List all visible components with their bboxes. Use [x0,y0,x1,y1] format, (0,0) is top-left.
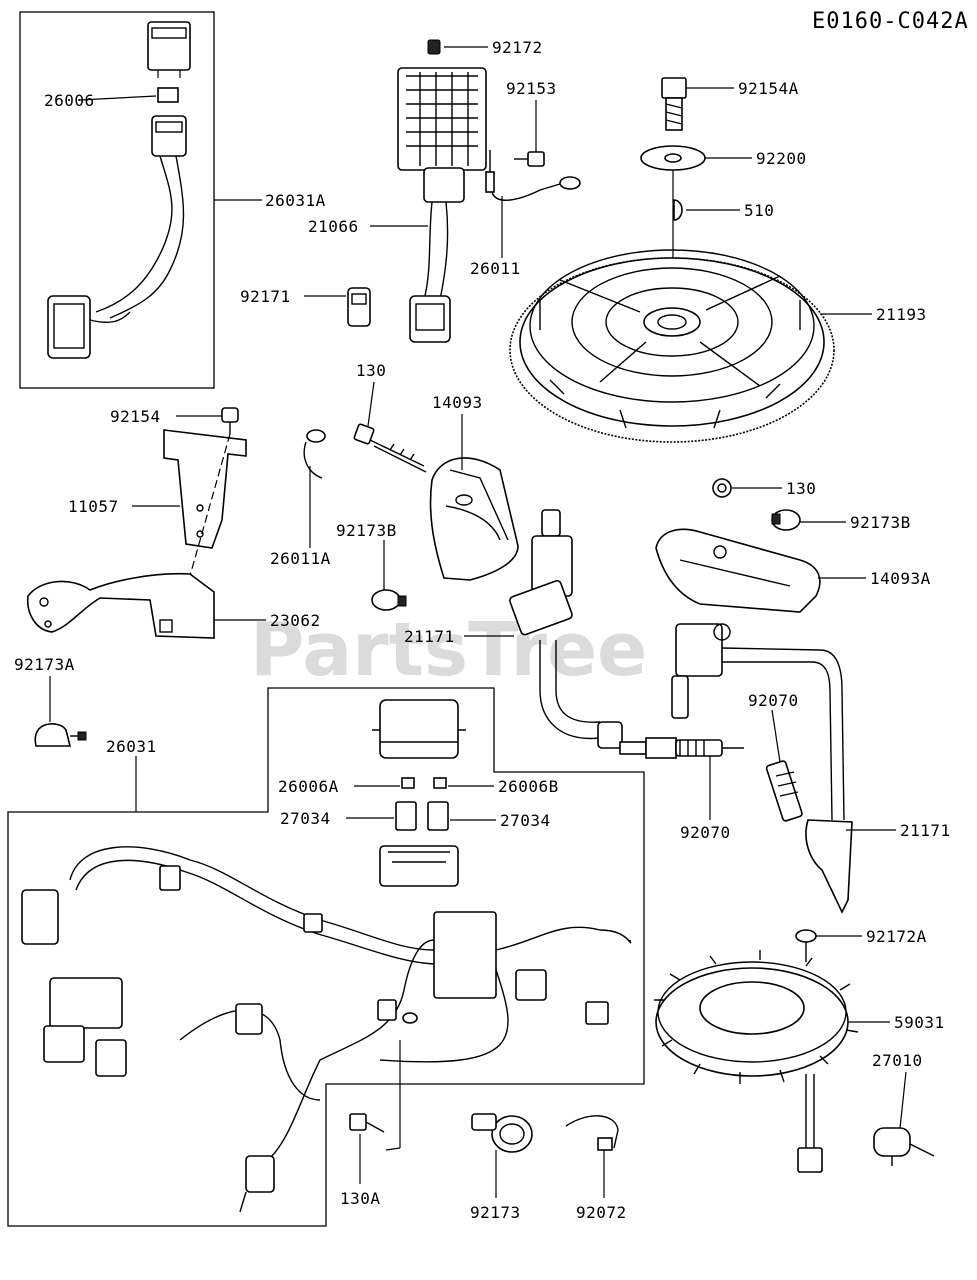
bracket-11057-part [163,429,247,549]
label-27010: 27010 [872,1051,923,1070]
bolt-92154-part [221,407,239,434]
bolt-92154A-part [661,77,687,131]
ring-26011A-part [303,429,326,479]
key-510-part [673,199,683,221]
label-26011: 26011 [470,259,521,278]
relay-27034-right-part [427,801,449,831]
screw-92172A-part [795,929,817,962]
label-510: 510 [744,201,774,220]
label-26006: 26006 [44,91,95,110]
label-21171-right: 21171 [900,821,951,840]
cover-14093A-part [655,528,821,613]
bracket-23062-part [27,572,215,639]
switch-27010-part [873,1127,935,1166]
label-26006B: 26006B [498,777,559,796]
label-92153: 92153 [506,79,557,98]
label-130-left: 130 [356,361,386,380]
label-21066: 21066 [308,217,359,236]
label-92173B-right: 92173B [850,513,911,532]
harness-26031A-part [47,115,187,359]
washer-92200-part [640,145,706,171]
stator-59031-part [654,950,859,1173]
label-26031A: 26031A [265,191,326,210]
label-92173A: 92173A [14,655,75,674]
leader [79,95,157,101]
clip-92173A-part [34,723,87,747]
regulator-21066-part [397,39,487,343]
spark-plug-92070-angled-part [765,760,803,822]
diagram-code: E0160-C042A [812,9,969,34]
tie-92072-part [565,1115,619,1151]
label-14093A: 14093A [870,569,931,588]
label-21171-left: 21171 [404,627,455,646]
bolt-130A-part [349,1113,385,1133]
label-27034-left: 27034 [280,809,331,828]
clip-92173B-left-part [371,589,407,611]
wire-26011-part [485,150,581,201]
relay-box-cover-part [372,699,466,759]
label-59031: 59031 [894,1013,945,1032]
label-21193: 21193 [876,305,927,324]
harness-26031-part [21,845,632,1213]
label-11057: 11057 [68,497,119,516]
flywheel-21193-part [509,249,835,443]
label-92072: 92072 [576,1203,627,1222]
relay-27034-left-part [395,801,417,831]
label-130-right: 130 [786,479,816,498]
label-92171: 92171 [240,287,291,306]
bolt-92153-part [514,151,545,167]
plug-lead-21171-left-part [509,509,623,749]
label-27034-right: 27034 [500,811,551,830]
clamp-92173-part [471,1113,533,1153]
cover-14093-part [429,457,519,581]
bolt-130-part [353,423,427,473]
label-23062: 23062 [270,611,321,630]
label-26011A: 26011A [270,549,331,568]
label-130A: 130A [340,1189,381,1208]
label-92200: 92200 [756,149,807,168]
nut-130-part [712,478,732,498]
label-92173: 92173 [470,1203,521,1222]
label-92172: 92172 [492,38,543,57]
label-92172A: 92172A [866,927,927,946]
label-26031: 26031 [106,737,157,756]
label-92154: 92154 [110,407,161,426]
label-92070-right: 92070 [748,691,799,710]
watermark: PartsTree [250,607,647,693]
label-26006A: 26006A [278,777,339,796]
label-92154A: 92154A [738,79,799,98]
harness-26031-box [7,687,645,1227]
fuse-26006A-part [401,777,415,789]
label-92173B-left: 92173B [336,521,397,540]
spark-plug-92070-horizontal-part [619,737,744,759]
plug-lead-21171-right-part [671,623,853,914]
clip-92171-part [347,287,371,327]
relay-cover-part [147,21,191,78]
fuse-26006B-part [433,777,447,789]
clip-92173B-right-part [771,509,801,531]
fuse-26006-part [157,87,179,103]
label-92070-bottom: 92070 [680,823,731,842]
label-14093: 14093 [432,393,483,412]
